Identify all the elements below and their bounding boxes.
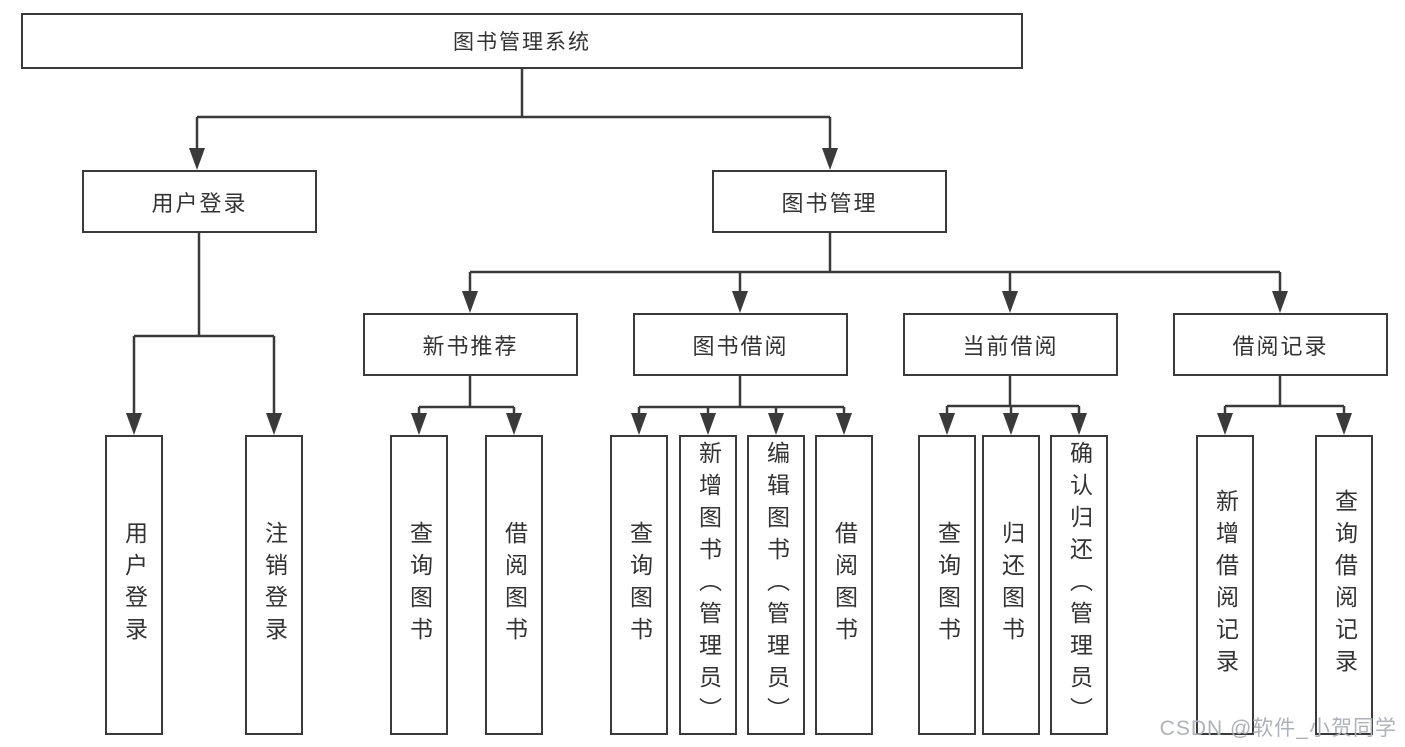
node-user-login: 用户登录 (82, 170, 317, 233)
node-label: 查询借阅记录 (1331, 489, 1358, 681)
node-label: 用户登录 (121, 521, 148, 649)
node-label: 图书借阅 (692, 333, 789, 359)
node-label: 新增图书（管理员） (695, 441, 722, 729)
node-current-borrow: 当前借阅 (903, 313, 1118, 376)
node-label: 借阅图书 (501, 521, 528, 649)
connector-current-borrow-children (939, 376, 1087, 435)
connector-root-to-level2 (189, 69, 838, 170)
arrowhead-icon (126, 413, 142, 435)
arrowhead-icon (1002, 291, 1018, 313)
node-label: 查询图书 (934, 521, 961, 649)
node-label: 确认归还（管理员） (1066, 441, 1093, 729)
leaf-user-login: 用户登录 (105, 435, 163, 735)
arrowhead-icon (1336, 413, 1352, 435)
node-book-borrow: 图书借阅 (633, 313, 848, 376)
node-label: 归还图书 (998, 521, 1025, 649)
node-label: 注销登录 (261, 521, 288, 649)
node-root: 图书管理系统 (21, 13, 1023, 69)
connector-book-borrow-children (631, 376, 852, 435)
arrowhead-icon (732, 291, 748, 313)
node-label: 新书推荐 (422, 333, 519, 359)
arrowhead-icon (1003, 413, 1019, 435)
leaf-add-book-admin: 新增图书（管理员） (679, 435, 737, 735)
leaf-query-book-1: 查询图书 (390, 435, 448, 735)
arrowhead-icon (266, 413, 282, 435)
arrowhead-icon (1272, 291, 1288, 313)
leaf-return-book: 归还图书 (982, 435, 1040, 735)
node-label: 查询图书 (626, 521, 653, 649)
node-book-management: 图书管理 (712, 170, 947, 233)
arrowhead-icon (822, 148, 838, 170)
connector-borrow-record-children (1217, 376, 1352, 435)
node-label: 借阅图书 (831, 521, 858, 649)
leaf-confirm-return-admin: 确认归还（管理员） (1050, 435, 1108, 735)
arrowhead-icon (1071, 413, 1087, 435)
arrowhead-icon (462, 291, 478, 313)
node-label: 查询图书 (406, 521, 433, 649)
connector-user-login-children (126, 233, 282, 435)
connector-new-book-children (411, 376, 522, 435)
leaf-query-book-3: 查询图书 (918, 435, 976, 735)
arrowhead-icon (189, 148, 205, 170)
node-root-label: 图书管理系统 (453, 31, 591, 54)
leaf-borrow-book-1: 借阅图书 (485, 435, 543, 735)
node-borrow-record: 借阅记录 (1173, 313, 1388, 376)
leaf-query-borrow-record: 查询借阅记录 (1315, 435, 1373, 735)
arrowhead-icon (700, 413, 716, 435)
leaf-query-book-2: 查询图书 (610, 435, 668, 735)
leaf-borrow-book-2: 借阅图书 (815, 435, 873, 735)
leaf-edit-book-admin: 编辑图书（管理员） (747, 435, 805, 735)
connector-book-management-children (462, 233, 1288, 313)
arrowhead-icon (1217, 413, 1233, 435)
arrowhead-icon (411, 413, 427, 435)
node-label: 借阅记录 (1232, 333, 1329, 359)
leaf-logout: 注销登录 (245, 435, 303, 735)
leaf-add-borrow-record: 新增借阅记录 (1196, 435, 1254, 735)
node-new-book-recommend: 新书推荐 (363, 313, 578, 376)
arrowhead-icon (939, 413, 955, 435)
arrowhead-icon (768, 413, 784, 435)
csdn-watermark: CSDN @软件_小贺同学 (1159, 717, 1397, 740)
node-label: 编辑图书（管理员） (763, 441, 790, 729)
node-label: 当前借阅 (962, 333, 1059, 359)
node-label: 图书管理 (781, 190, 878, 216)
arrowhead-icon (836, 413, 852, 435)
node-label: 新增借阅记录 (1212, 489, 1239, 681)
arrowhead-icon (506, 413, 522, 435)
arrowhead-icon (631, 413, 647, 435)
node-label: 用户登录 (151, 190, 248, 216)
